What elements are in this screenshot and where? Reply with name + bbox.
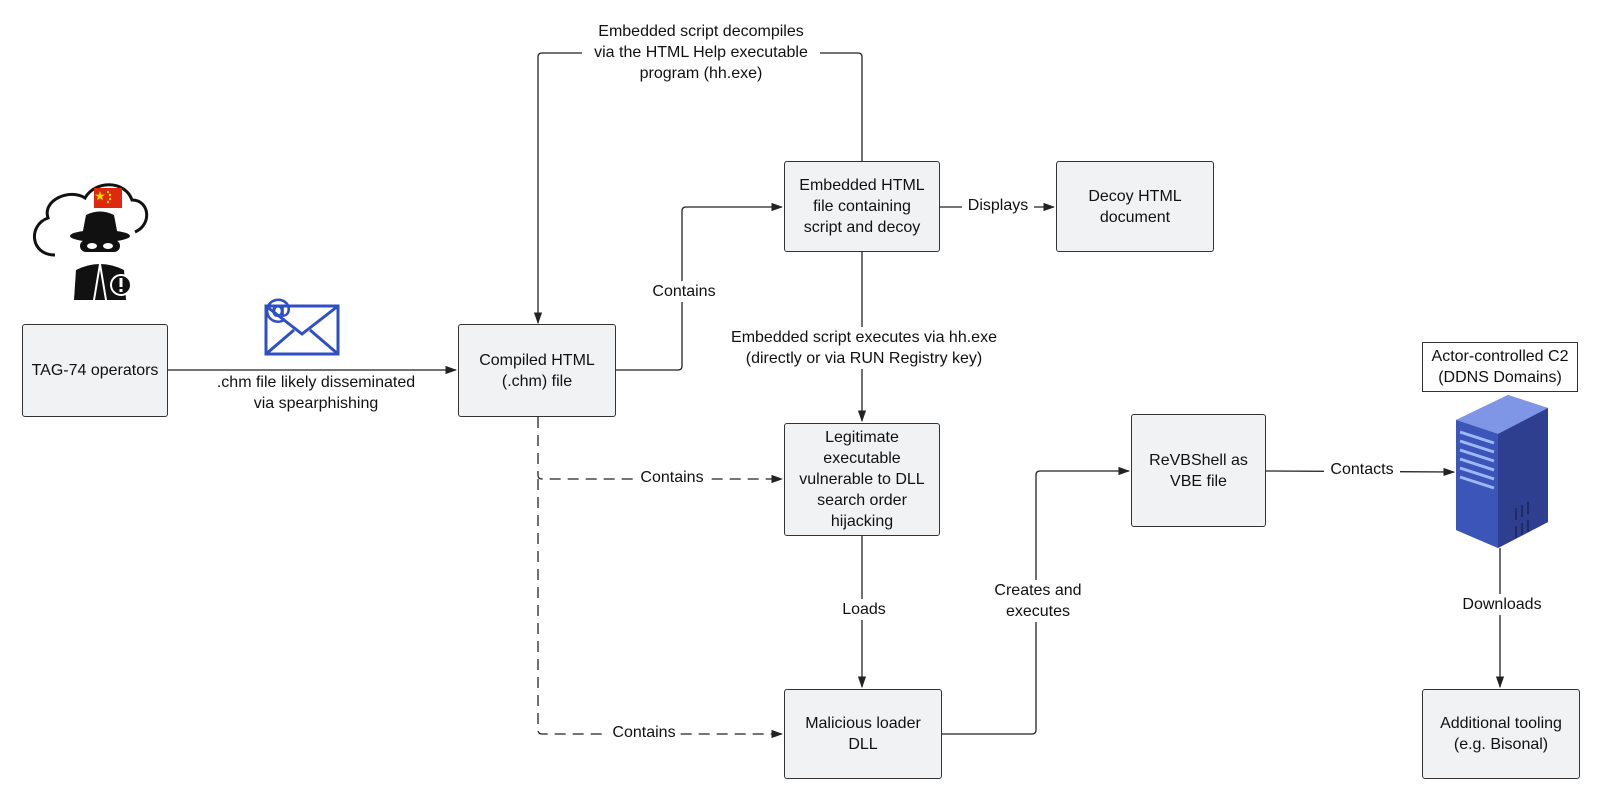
node-decoy-html: Decoy HTML document [1056,161,1214,252]
edge-contains-exe [537,417,784,484]
label-spearphish: .chm file likely disseminated via spearp… [200,372,432,414]
label-decompiles: Embedded script decompiles via the HTML … [582,21,820,84]
china-flag-icon [94,188,122,208]
label-contains-exe: Contains [636,467,708,488]
node-additional-tooling: Additional tooling (e.g. Bisonal) [1422,689,1580,779]
label-contacts: Contacts [1324,459,1400,480]
edge-contains-dll [537,479,784,739]
node-legitimate-executable: Legitimate executable vulnerable to DLL … [784,423,940,536]
node-tag74-operators: TAG-74 operators [22,324,168,417]
node-malicious-loader-dll: Malicious loader DLL [784,689,942,779]
node-revbshell-vbe: ReVBShell as VBE file [1131,414,1266,527]
label-displays: Displays [962,195,1034,216]
svg-text:@: @ [264,292,292,325]
hacker-spy-cloud-icon [32,183,149,301]
label-downloads: Downloads [1456,594,1548,615]
label-executes: Embedded script executes via hh.exe (dir… [710,327,1018,369]
email-envelope-icon: @ [264,292,340,356]
label-contains-html: Contains [648,281,720,302]
label-loads: Loads [836,599,892,620]
label-creates: Creates and executes [984,580,1092,622]
node-compiled-html-chm: Compiled HTML (.chm) file [458,324,616,417]
label-contains-dll: Contains [608,722,680,743]
node-actor-c2: Actor-controlled C2 (DDNS Domains) [1422,342,1578,392]
server-rack-icon [1456,395,1548,548]
node-embedded-html: Embedded HTML file containing script and… [784,161,940,252]
